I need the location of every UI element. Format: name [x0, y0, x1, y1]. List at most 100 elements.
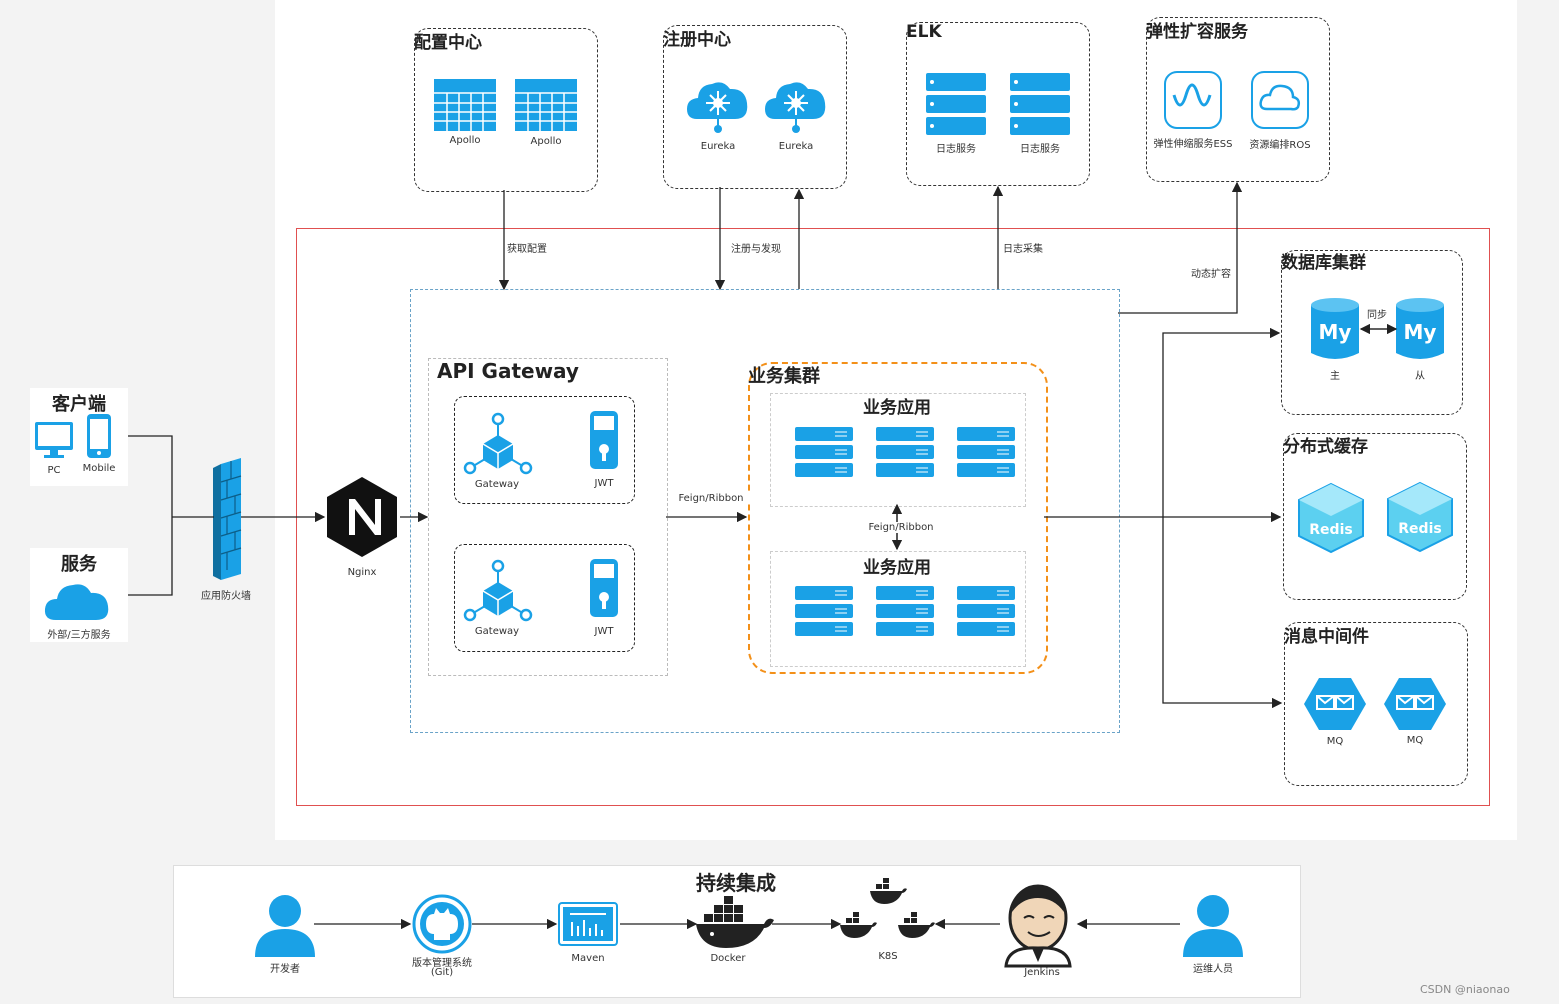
client-title: 客户端	[52, 394, 106, 415]
gateway-label-2: Gateway	[474, 626, 520, 637]
mq-label-1: MQ	[1326, 736, 1344, 747]
watermark: CSDN @niaonao	[1420, 983, 1510, 996]
mysql-icon: My	[1396, 297, 1444, 365]
app-frame	[410, 289, 1120, 733]
ops-label: 运维人员	[1193, 964, 1233, 975]
sync-label: 同步	[1367, 310, 1387, 321]
nginx-label: Nginx	[347, 567, 377, 578]
jenkins-icon	[1002, 884, 1074, 970]
server-icon	[957, 586, 1015, 640]
server-icon	[876, 586, 934, 640]
firewall-icon	[213, 458, 242, 584]
jwt-label-2: JWT	[594, 626, 614, 637]
jwt-label-1: JWT	[594, 478, 614, 489]
server-icon	[1010, 73, 1070, 139]
k8s-icon	[838, 878, 938, 944]
edge-log-collect: 日志采集	[1003, 244, 1043, 255]
cloud-icon	[44, 580, 110, 626]
redis-text-1: Redis	[1309, 522, 1352, 538]
edge-register: 注册与发现	[731, 244, 781, 255]
table-icon	[434, 79, 496, 135]
ci-title: 持续集成	[696, 871, 776, 895]
mq-icon	[1304, 678, 1366, 734]
developer-icon	[255, 893, 315, 961]
mq-title: 消息中间件	[1284, 627, 1369, 647]
server-icon	[795, 586, 853, 640]
svg-text:My: My	[1319, 320, 1352, 344]
jwt-icon	[590, 559, 620, 623]
db-slave-label: 从	[1415, 371, 1425, 382]
elastic-title: 弹性扩容服务	[1146, 22, 1248, 42]
ros-label: 资源编排ROS	[1249, 140, 1311, 151]
cache-box	[1283, 433, 1467, 600]
api-gateway-title: API Gateway	[437, 359, 579, 383]
biz-app-title-2: 业务应用	[863, 558, 931, 578]
cloud-hub-icon	[687, 75, 749, 139]
gateway-icon	[463, 412, 533, 481]
db-cluster-box	[1281, 250, 1463, 415]
ess-icon	[1164, 71, 1222, 133]
log-service-label-1: 日志服务	[936, 144, 976, 155]
mobile-icon	[87, 414, 111, 462]
nginx-icon	[327, 477, 397, 561]
ess-label: 弹性伸缩服务ESS	[1153, 139, 1233, 150]
elk-title: ELK	[906, 22, 942, 42]
git-label: 版本管理系统	[412, 958, 472, 969]
redis-icon: Redis	[1297, 482, 1365, 558]
edge-feign-2: Feign/Ribbon	[862, 522, 940, 533]
docker-label: Docker	[710, 953, 746, 964]
gateway-subbox-1	[454, 396, 635, 504]
redis-text-2: Redis	[1398, 521, 1441, 537]
server-icon	[795, 427, 853, 481]
edge-dynamic-scale: 动态扩容	[1191, 269, 1231, 280]
table-icon	[515, 79, 577, 135]
ci-panel	[173, 865, 1301, 998]
eureka-label-2: Eureka	[778, 141, 814, 152]
firewall-label: 应用防火墙	[201, 591, 251, 602]
server-icon	[957, 427, 1015, 481]
git-icon	[412, 894, 472, 958]
mobile-label: Mobile	[82, 463, 116, 474]
biz-cluster-title: 业务集群	[748, 366, 820, 387]
biz-cluster-box	[748, 362, 1048, 674]
mq-icon	[1384, 678, 1446, 734]
server-icon	[926, 73, 986, 139]
cloud-hub-icon	[765, 75, 827, 139]
elastic-box	[1146, 17, 1330, 182]
jwt-icon	[590, 411, 620, 475]
redis-icon: Redis	[1386, 481, 1454, 557]
registry-title: 注册中心	[663, 30, 731, 50]
svg-text:My: My	[1404, 320, 1437, 344]
edge-feign-1: Feign/Ribbon	[672, 493, 750, 504]
external-service-label: 外部/三方服务	[47, 630, 111, 641]
db-master-label: 主	[1330, 371, 1340, 382]
maven-icon	[558, 902, 618, 950]
k8s-label: K8S	[878, 951, 898, 962]
mq-label-2: MQ	[1406, 735, 1424, 746]
maven-label: Maven	[571, 953, 605, 964]
biz-app-title-1: 业务应用	[863, 398, 931, 418]
registry-box	[663, 25, 847, 189]
gateway-subbox-2	[454, 544, 635, 652]
docker-icon	[696, 896, 774, 954]
log-service-label-2: 日志服务	[1020, 144, 1060, 155]
edge-get-config: 获取配置	[507, 244, 547, 255]
mq-box	[1284, 622, 1468, 786]
pc-label: PC	[47, 465, 61, 476]
biz-app-box-2	[770, 551, 1026, 667]
config-center-box	[414, 28, 598, 192]
ros-icon	[1251, 71, 1309, 133]
ops-icon	[1183, 893, 1243, 961]
cache-title: 分布式缓存	[1283, 437, 1368, 457]
service-title: 服务	[61, 554, 97, 575]
pc-icon	[35, 422, 73, 464]
db-cluster-title: 数据库集群	[1281, 253, 1366, 273]
server-icon	[876, 427, 934, 481]
git-sublabel: (Git)	[430, 967, 454, 978]
gateway-icon	[463, 559, 533, 628]
elk-box	[906, 22, 1090, 186]
apollo-label-1: Apollo	[449, 135, 481, 146]
mysql-icon: My	[1311, 297, 1359, 365]
gateway-label-1: Gateway	[474, 479, 520, 490]
